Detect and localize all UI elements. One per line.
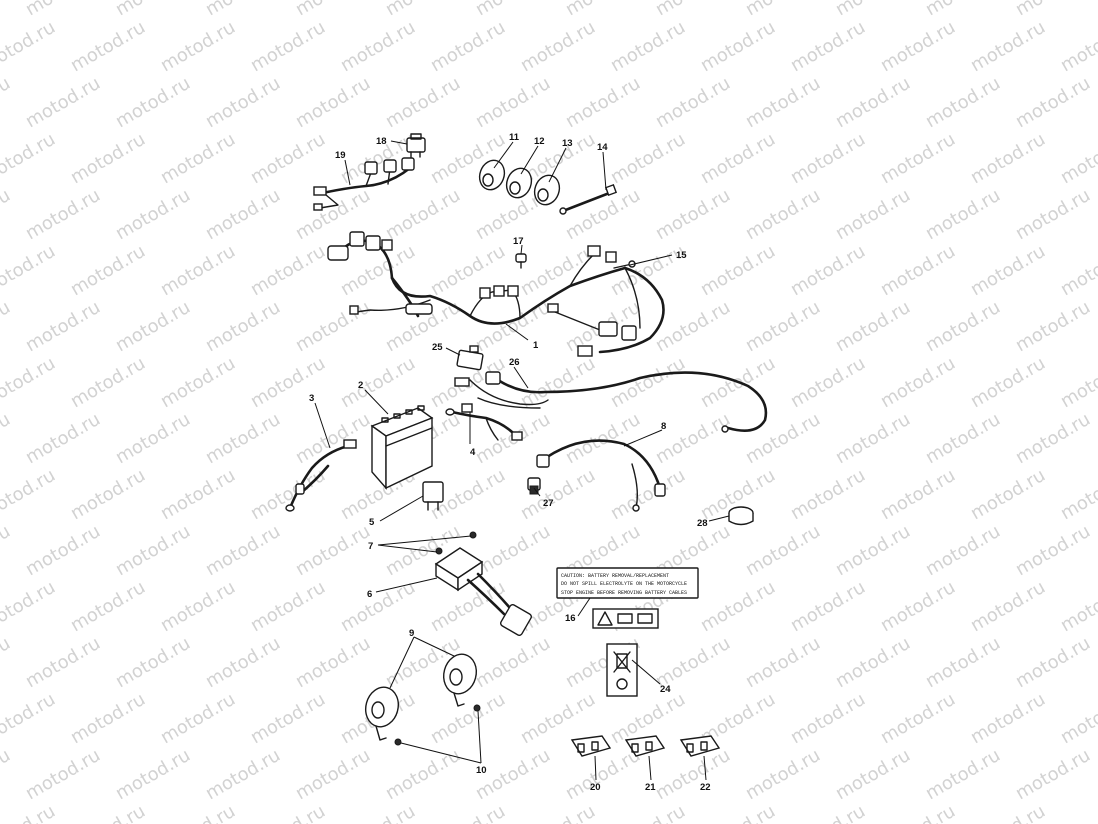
callout-22: 22: [700, 782, 711, 793]
horns-part: [365, 653, 477, 741]
battery-part: [370, 405, 434, 490]
warning-label: CAUTION: BATTERY REMOVAL/REPLACEMENT DO …: [556, 567, 699, 629]
callout-24: 24: [660, 684, 671, 695]
callout-3: 3: [309, 393, 314, 404]
callout-16: 16: [565, 613, 576, 624]
warning-triangle-icon: [597, 611, 613, 626]
label-line-2: DO NOT SPILL ELECTROLYTE ON THE MOTORCYC…: [561, 581, 687, 587]
bolts-10-part: [394, 704, 481, 746]
lamp-sockets: [478, 159, 561, 206]
label-line-1: CAUTION: BATTERY REMOVAL/REPLACEMENT: [561, 573, 669, 579]
callout-17: 17: [513, 236, 524, 247]
callout-21: 21: [645, 782, 656, 793]
callout-19: 19: [335, 150, 346, 161]
screw-part: [515, 253, 527, 269]
callout-14: 14: [597, 142, 608, 153]
callout-18: 18: [376, 136, 387, 147]
callout-7: 7: [368, 541, 373, 552]
recycle-icon: [616, 678, 628, 690]
callout-8: 8: [661, 421, 666, 432]
callout-25: 25: [432, 342, 443, 353]
label-line-3: STOP ENGINE BEFORE REMOVING BATTERY CABL…: [561, 590, 687, 596]
callout-12: 12: [534, 136, 545, 147]
callout-11: 11: [509, 132, 520, 143]
sleeve-part: [728, 506, 754, 526]
regulator-part: [434, 547, 532, 636]
callout-20: 20: [590, 782, 601, 793]
callout-4: 4: [470, 447, 476, 458]
cable-tie-part: [559, 183, 618, 215]
main-wiring-harness: [327, 231, 665, 357]
harness-8-part: [536, 439, 666, 512]
callout-13: 13: [562, 138, 573, 149]
callout-10: 10: [476, 765, 487, 776]
sub-harness-long: [454, 371, 768, 433]
callout-2: 2: [358, 380, 363, 391]
leader-lines: [314, 140, 730, 781]
battery-lead-short-part: [445, 403, 523, 441]
callout-5: 5: [369, 517, 375, 528]
relay-part: [406, 133, 426, 158]
screws-7-part: [435, 531, 477, 555]
callout-numbers: 1 2 3 4 5 6 7 8 9 10 11 12 13 14 15 16 1…: [309, 132, 711, 793]
callout-27: 27: [543, 498, 554, 509]
recycle-label: [606, 643, 638, 697]
relay-small-part: [422, 481, 444, 511]
callout-6: 6: [367, 589, 372, 600]
fuses-part: [570, 735, 721, 757]
fuse-holder-part: [527, 477, 541, 495]
callout-15: 15: [676, 250, 687, 261]
callout-9: 9: [409, 628, 414, 639]
callout-26: 26: [509, 357, 520, 368]
callout-28: 28: [697, 518, 708, 529]
battery-icon: [637, 613, 653, 624]
battery-lead-part: [285, 439, 357, 512]
sub-harness-part: [313, 157, 415, 211]
callout-1: 1: [533, 340, 539, 351]
starter-relay-part: [456, 345, 484, 371]
book-icon: [617, 613, 633, 624]
